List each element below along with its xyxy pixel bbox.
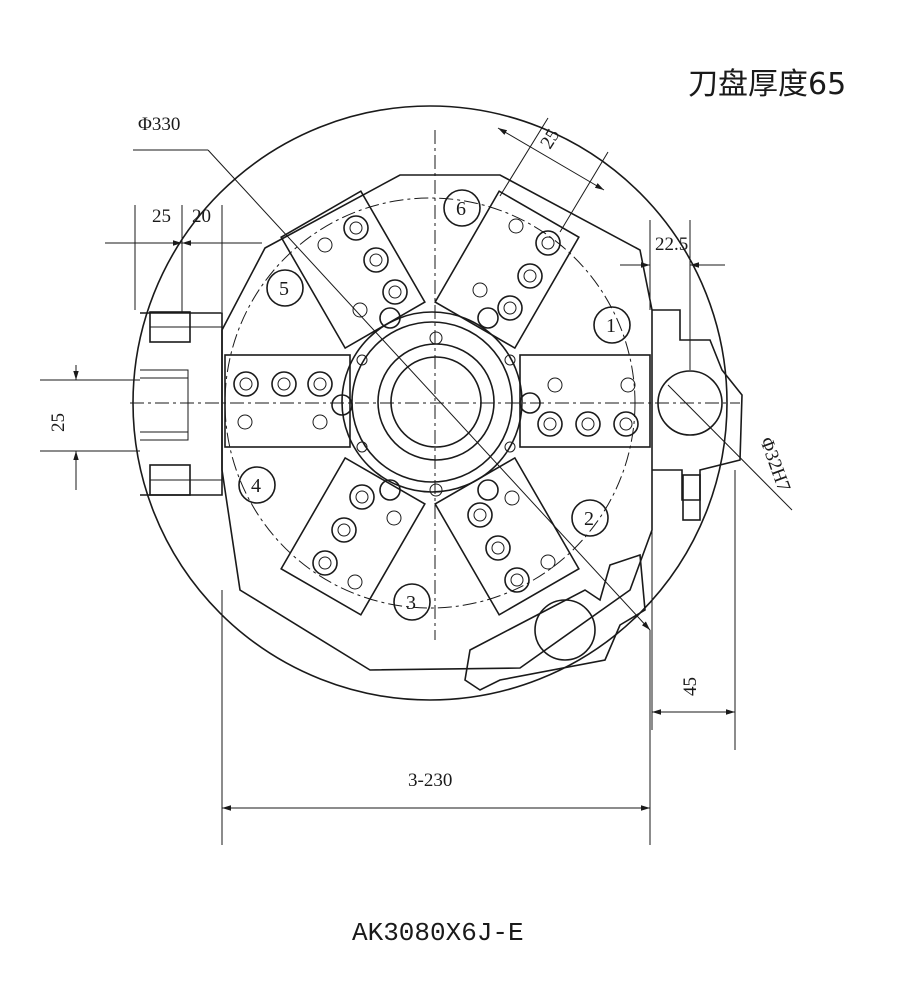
dim-left-25: 25 (152, 206, 171, 227)
slot-lower-left (280, 190, 426, 350)
slot-lower-right (280, 456, 426, 616)
screws-lower-left (312, 484, 402, 590)
hub-holes (331, 307, 541, 501)
screws-upper-right (472, 218, 561, 321)
right-bore-holder (652, 309, 743, 521)
screws-lower-right (467, 490, 556, 593)
station-6: 6 (456, 198, 466, 220)
slot-upper-right (434, 190, 580, 350)
slot-left (224, 354, 351, 448)
dim-bottom-span: 3-230 (408, 770, 452, 791)
hub-mid (377, 343, 495, 461)
slot-upper-left (434, 456, 580, 616)
dim-bore: Φ32H7 (755, 435, 794, 495)
dim-left-20: 20 (192, 206, 211, 227)
station-4: 4 (251, 475, 261, 497)
station-5: 5 (279, 278, 289, 300)
station-circles (238, 189, 631, 621)
hub-bore (390, 356, 482, 448)
dim-outer-diameter: Φ330 (138, 114, 180, 135)
hub-outer (341, 311, 523, 493)
screws-right-row (537, 377, 639, 437)
model-label: AK3080X6J-E (352, 918, 524, 948)
station-1: 1 (606, 315, 616, 337)
screws-left-row (233, 371, 333, 430)
hub-ring (351, 321, 513, 483)
left-tool-holder (140, 311, 223, 496)
dim-left-height: 25 (48, 413, 69, 432)
lower-right-bracket (464, 553, 646, 691)
drawing-title: 刀盘厚度65 (688, 67, 846, 102)
dim-right-45: 45 (680, 677, 701, 696)
dim-right-22-5: 22.5 (655, 234, 688, 255)
turret-body-outline (221, 174, 653, 671)
station-2: 2 (584, 508, 594, 530)
station-3: 3 (406, 592, 416, 614)
screws-upper-left (317, 215, 408, 318)
